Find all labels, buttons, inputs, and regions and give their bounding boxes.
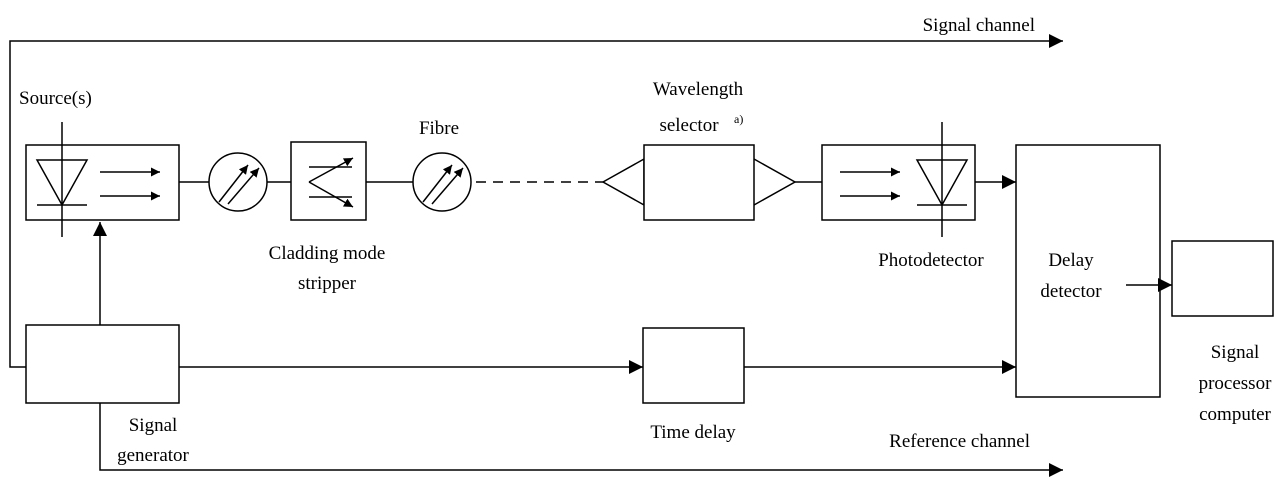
wavelength-selector-label-1: Wavelength bbox=[653, 79, 744, 100]
signal-generator-box bbox=[25, 324, 180, 404]
signal-processor-label-3: computer bbox=[1199, 404, 1271, 425]
photodetector-label: Photodetector bbox=[878, 250, 984, 271]
photodetector-box bbox=[821, 122, 976, 237]
reference-channel-label: Reference channel bbox=[889, 431, 1030, 452]
signal-processor-box bbox=[1171, 240, 1274, 317]
signal-channel-label: Signal channel bbox=[923, 15, 1035, 36]
delay-detector-label-1: Delay bbox=[1048, 250, 1094, 271]
time-delay-box bbox=[642, 327, 745, 404]
delay-detector-label-2: detector bbox=[1040, 281, 1102, 302]
signal-generator-label-2: generator bbox=[117, 445, 189, 466]
sources-label: Source(s) bbox=[19, 88, 92, 109]
source-box bbox=[25, 122, 180, 237]
signal-generator-label-1: Signal bbox=[129, 415, 178, 436]
signal-processor-label-1: Signal bbox=[1211, 342, 1260, 363]
fibre-circle bbox=[412, 152, 472, 212]
launch-optics-circle bbox=[208, 152, 268, 212]
time-delay-label: Time delay bbox=[650, 422, 736, 443]
reference-channel-line bbox=[99, 403, 1063, 477]
cladding-mode-stripper-label-1: Cladding mode bbox=[269, 243, 386, 264]
delay-detector-box bbox=[1015, 144, 1161, 398]
fibre-label: Fibre bbox=[419, 118, 459, 139]
signal-channel-line bbox=[9, 34, 1063, 368]
signal-processor-label-2: processor bbox=[1199, 373, 1272, 394]
cladding-mode-stripper-label-2: stripper bbox=[298, 273, 357, 294]
wavelength-selector-footnote: a) bbox=[734, 112, 743, 126]
cladding-mode-stripper-box bbox=[290, 141, 367, 221]
wavelength-selector bbox=[601, 144, 797, 221]
wavelength-selector-label-2: selector bbox=[659, 115, 719, 136]
